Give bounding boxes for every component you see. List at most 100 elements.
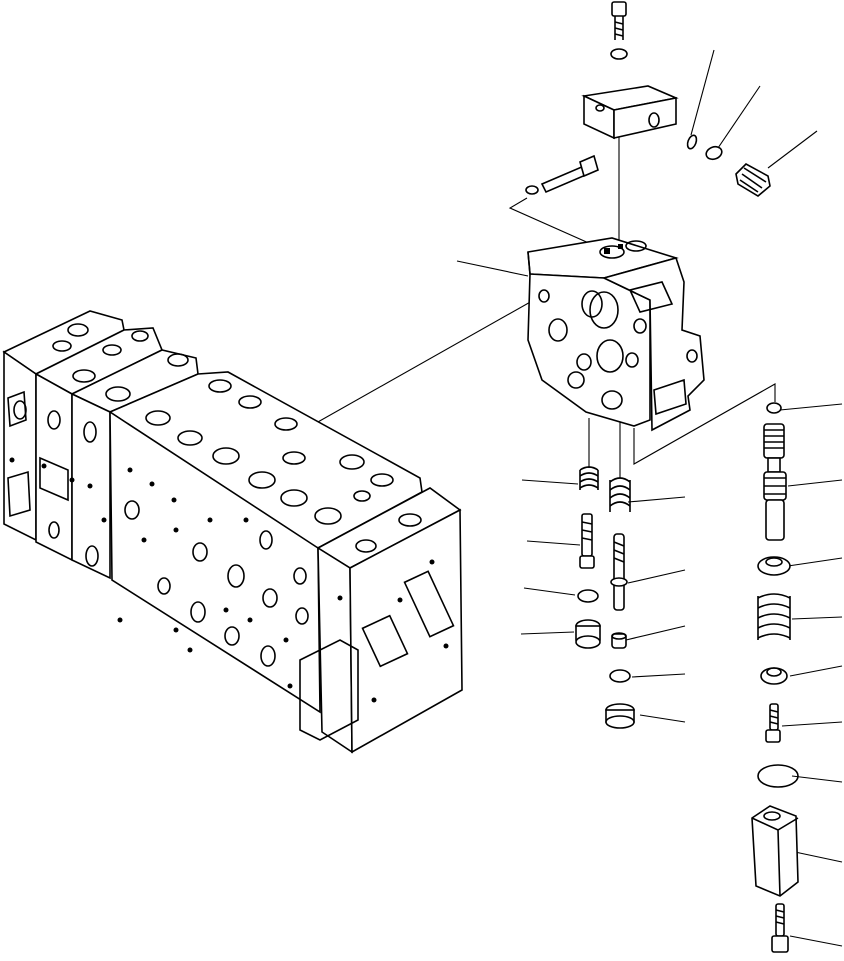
- o-ring-medium: [705, 145, 723, 161]
- leader-o-ring-small: [690, 49, 715, 136]
- leader-spring-small: [521, 479, 579, 485]
- retainer: [760, 667, 788, 685]
- assembly-end-flange: [7, 470, 31, 518]
- port-top-18: [370, 473, 394, 487]
- leader-cap-bolt: [789, 935, 843, 947]
- block-hole: [595, 104, 605, 112]
- leader-spring-large: [627, 496, 686, 503]
- section-port-8: [625, 352, 639, 368]
- valve-assembly: [2, 310, 463, 754]
- port-front-14: [295, 607, 309, 625]
- leader-main-spring: [791, 616, 843, 620]
- port-front-8: [227, 564, 245, 588]
- section-port-4: [596, 339, 624, 373]
- leader-plug-a: [520, 631, 575, 635]
- leader-o-ring-a: [523, 587, 576, 596]
- valve-section: [527, 237, 705, 432]
- assembly-side-end-cap: [349, 508, 463, 754]
- port-front-4: [48, 521, 60, 539]
- port-top-7: [105, 386, 131, 402]
- assembly-end-mount: [299, 639, 359, 741]
- o-ring-small: [686, 134, 698, 150]
- section-port-1: [581, 290, 603, 318]
- assembly-end-port: [361, 614, 409, 668]
- assembly-end-slot: [403, 570, 455, 638]
- port-front-6: [124, 500, 140, 520]
- spring-small: [579, 466, 599, 490]
- leader-plug-b: [639, 714, 686, 723]
- leader-o-ring-medium: [717, 85, 761, 149]
- port-front-9: [262, 588, 278, 608]
- leader-cap-screw: [781, 721, 843, 727]
- leader-valve-section: [456, 260, 529, 277]
- port-top-12: [274, 417, 298, 431]
- section-top-slot: [628, 281, 674, 313]
- port-top-10: [238, 395, 262, 409]
- section-port-5: [576, 353, 592, 371]
- spring-large: [609, 477, 631, 512]
- guide-spool: [633, 383, 776, 465]
- port-front-10: [157, 577, 171, 595]
- leader-lines: [456, 49, 843, 947]
- leader-seat-small: [625, 625, 686, 641]
- assembly-bolt-holes: [9, 457, 449, 703]
- section-top-hardware: [599, 240, 647, 259]
- port-top-2: [52, 340, 72, 352]
- port-top-16: [339, 454, 365, 470]
- spool-seal: [766, 402, 782, 414]
- block-port: [648, 112, 660, 128]
- port-top-22: [355, 539, 377, 553]
- port-top-4: [131, 330, 149, 342]
- port-top-8: [208, 379, 232, 393]
- seat-small: [611, 632, 627, 649]
- section-port-6: [567, 371, 585, 389]
- plug-b: [605, 703, 635, 729]
- assembly-front-end-cap: [317, 546, 353, 754]
- section-side-slot: [653, 378, 687, 416]
- port-top-17: [280, 489, 308, 507]
- main-spring: [757, 593, 791, 640]
- washer: [610, 48, 628, 60]
- spring-seat: [757, 556, 791, 576]
- port-front-3: [83, 421, 97, 443]
- leader-check-stem: [627, 569, 686, 584]
- port-top-6: [167, 353, 189, 367]
- port-front-16: [293, 567, 307, 585]
- port-top-11: [177, 430, 203, 446]
- o-ring-b: [609, 669, 631, 683]
- section-port-10: [633, 318, 647, 334]
- leader-cap-o-ring: [791, 775, 843, 783]
- leader-retainer: [789, 665, 843, 677]
- port-top-21: [398, 513, 422, 527]
- o-ring-a: [577, 589, 599, 603]
- assembly-end-boss: [7, 390, 27, 428]
- spool: [763, 423, 787, 541]
- port-front-12: [224, 626, 240, 646]
- cap-bolt: [771, 903, 789, 953]
- plug-a: [575, 619, 601, 649]
- port-front-15: [259, 530, 273, 550]
- cap-screw: [765, 703, 781, 743]
- port-top-19: [314, 507, 342, 525]
- check-valve-stem: [610, 533, 628, 611]
- port-front-13: [260, 645, 276, 667]
- assembly-front-end-section: [3, 350, 37, 542]
- port-front-11: [190, 601, 206, 623]
- port-front-5: [85, 545, 99, 567]
- port-top-1: [67, 323, 89, 337]
- port-top-9: [145, 410, 171, 426]
- leader-plug-fitting: [767, 130, 818, 169]
- plug-fitting: [735, 163, 771, 197]
- port-top-13: [212, 447, 240, 465]
- section-port-7: [601, 390, 623, 410]
- leader-poppet: [526, 540, 581, 546]
- spool-cap: [751, 805, 799, 897]
- port-front-7: [192, 542, 208, 562]
- section-front-face: [527, 251, 651, 427]
- assembly-front-section-2: [35, 372, 73, 562]
- guide-section-to-assembly: [285, 291, 549, 441]
- leader-spring-seat: [787, 557, 843, 567]
- port-front-2: [47, 410, 61, 430]
